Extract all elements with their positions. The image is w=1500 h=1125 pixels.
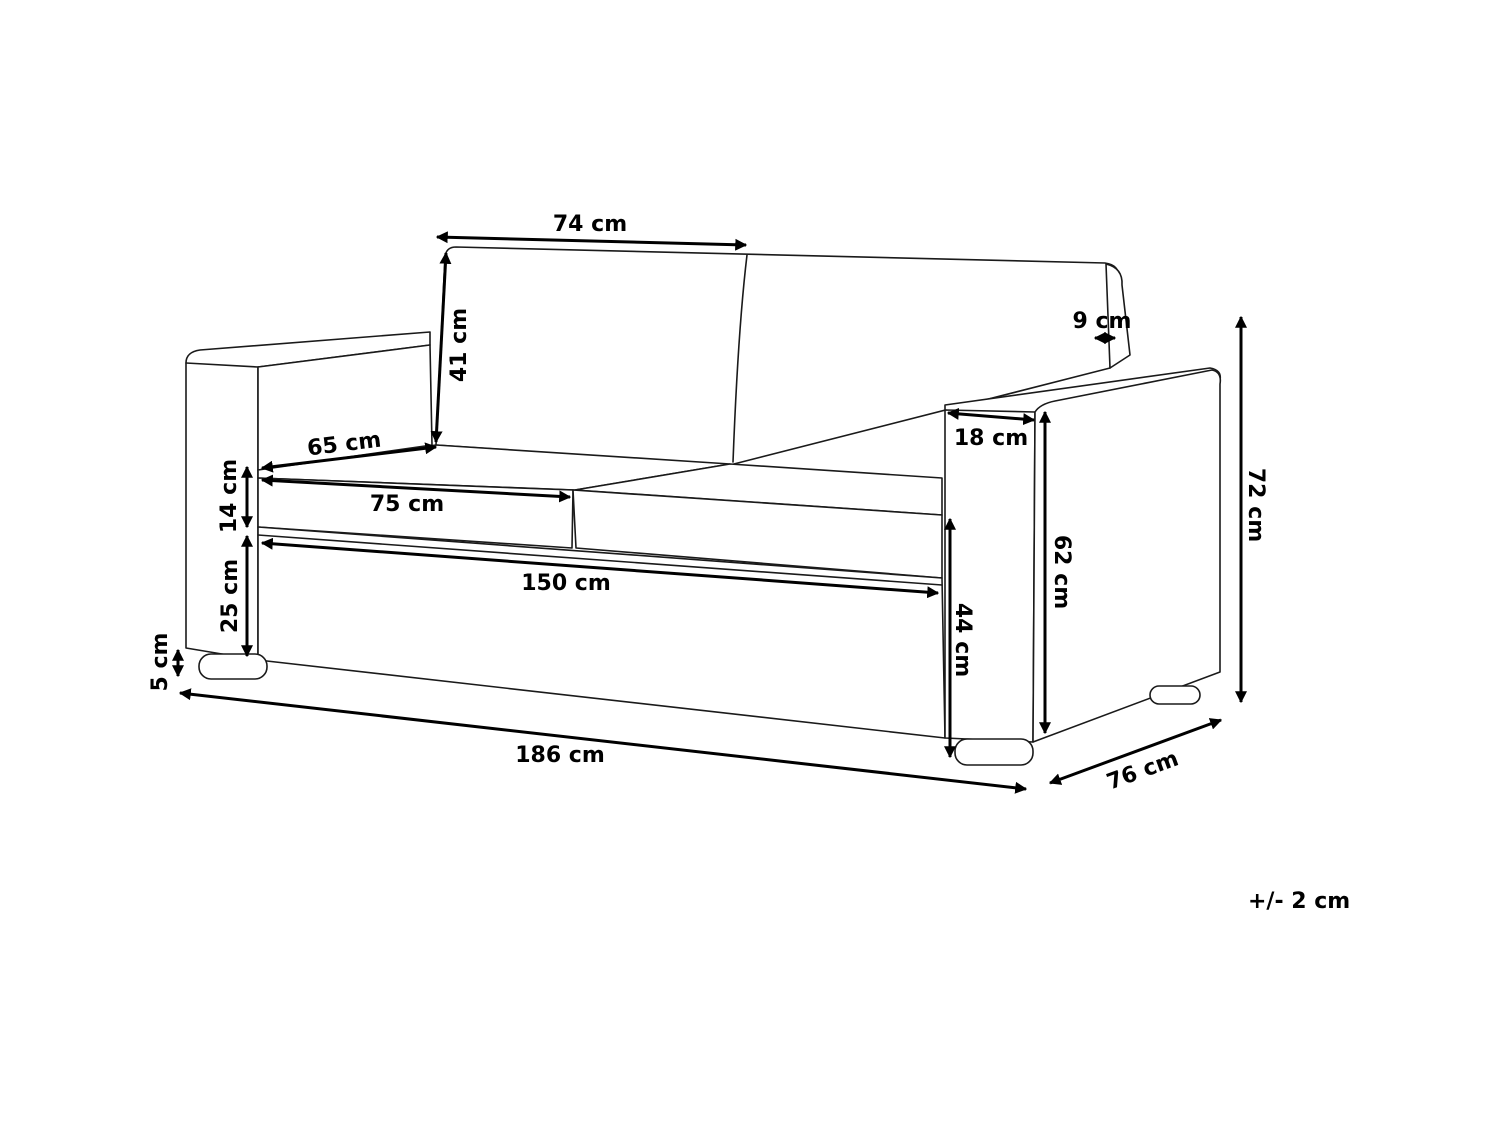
foot-front-right <box>954 738 1034 766</box>
label-seat-height: 44 cm <box>950 603 975 677</box>
foot-back-right <box>1149 685 1201 705</box>
foot-front-left <box>198 653 268 680</box>
dimension-labels: 74 cm 41 cm 9 cm 65 cm 75 cm 150 cm 14 c… <box>148 212 1268 795</box>
right-armrest-front <box>944 409 1036 743</box>
label-total-height: 72 cm <box>1243 468 1268 542</box>
label-leg-height: 5 cm <box>148 633 173 692</box>
label-cushion-height: 14 cm <box>217 459 242 533</box>
label-armrest-height: 62 cm <box>1049 535 1074 609</box>
label-backrest-width: 74 cm <box>553 212 627 237</box>
label-backrest-height: 41 cm <box>447 308 472 382</box>
label-base-height: 25 cm <box>218 559 243 633</box>
tolerance-note: +/- 2 cm <box>1248 889 1351 914</box>
dimension-arrows <box>172 231 1247 794</box>
label-backrest-thickness: 9 cm <box>1073 309 1132 334</box>
label-cushion-width: 75 cm <box>370 492 444 517</box>
backrest-seam <box>732 254 748 463</box>
sofa-drawing <box>185 246 1222 766</box>
label-total-width: 186 cm <box>515 743 605 768</box>
label-total-depth: 76 cm <box>1104 746 1182 795</box>
label-seat-width: 150 cm <box>521 571 611 596</box>
right-armrest-side <box>1032 369 1222 743</box>
label-armrest-width: 18 cm <box>954 426 1028 451</box>
